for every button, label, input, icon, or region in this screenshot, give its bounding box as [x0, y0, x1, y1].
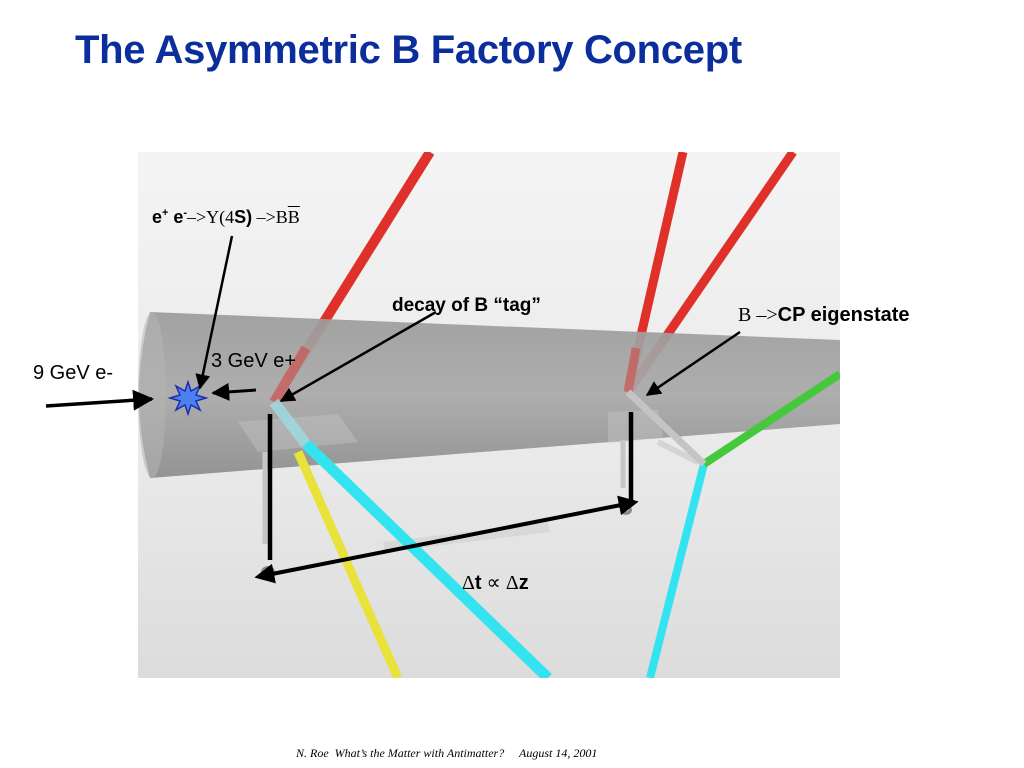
delta-z-arrow: [254, 495, 639, 584]
collision-star-icon: [167, 379, 209, 417]
electron-beam-arrow: [45, 389, 155, 411]
tag-decay-label: decay of B “tag”: [392, 295, 541, 316]
detector-scene: [138, 152, 840, 678]
positron-beam-arrow: [211, 382, 257, 401]
reaction-pointer-arrow: [195, 235, 234, 390]
cp-eigenstate-label: B –>CP eigenstate: [738, 304, 910, 326]
red-tracks-inside: [269, 345, 641, 405]
detector-figure: [138, 152, 840, 678]
electron-beam-label: 9 GeV e-: [33, 362, 114, 384]
cp-pointer-arrow: [645, 330, 741, 397]
beam-pipe: [139, 312, 840, 478]
delta-t-delta-z-label: Δt ∝ Δz: [462, 572, 529, 594]
reaction-label: e+ e-–>Y(4S) –>BB: [152, 207, 300, 227]
slide-footer: N. Roe What’s the Matter with Antimatter…: [296, 746, 598, 760]
tag-decay-pointer-arrow: [279, 310, 437, 403]
positron-beam-label: 3 GeV e+: [211, 350, 297, 372]
slide-title: The Asymmetric B Factory Concept: [75, 28, 742, 72]
